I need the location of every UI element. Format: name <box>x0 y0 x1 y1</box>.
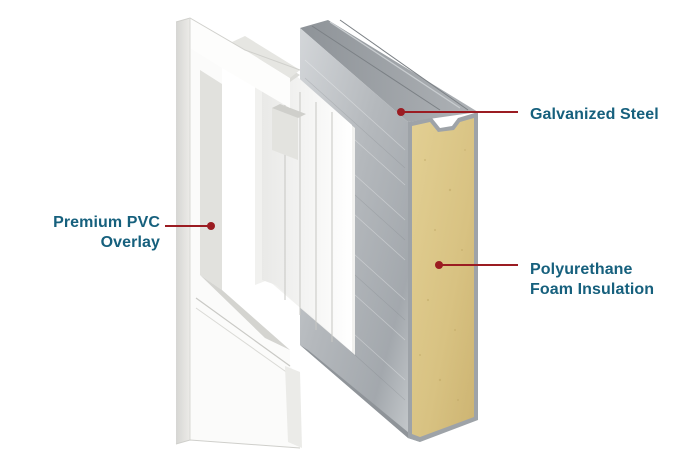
pvc-vertical-boards <box>255 55 355 355</box>
galvanized-steel-label: Galvanized Steel <box>530 105 659 125</box>
foam-insulation-label-line2: Foam Insulation <box>530 281 655 298</box>
leader-pvc-overlay <box>165 222 215 230</box>
pvc-overlay-label-line1: Premium PVC <box>53 214 160 231</box>
pvc-overlay-label: Premium PVC Overlay <box>20 213 160 253</box>
foam-cross-section <box>412 118 474 437</box>
pvc-frame-edge <box>176 18 190 444</box>
leader-dot-steel <box>397 108 405 116</box>
leader-dot-foam <box>435 261 443 269</box>
foam-insulation-label-line1: Polyurethane <box>530 261 633 278</box>
galvanized-steel-label-text: Galvanized Steel <box>530 106 659 123</box>
callout-leader-lines <box>165 108 518 269</box>
leader-dot-pvc <box>207 222 215 230</box>
leader-foam-insulation <box>435 261 518 269</box>
pvc-frame-overlay <box>175 17 302 449</box>
polyurethane-foam-core <box>408 112 478 442</box>
leader-galvanized-steel <box>397 108 518 116</box>
steel-panel-top-edge <box>300 20 478 122</box>
pvc-overlay-label-line2: Overlay <box>100 234 160 251</box>
foam-insulation-label: Polyurethane Foam Insulation <box>530 260 654 300</box>
